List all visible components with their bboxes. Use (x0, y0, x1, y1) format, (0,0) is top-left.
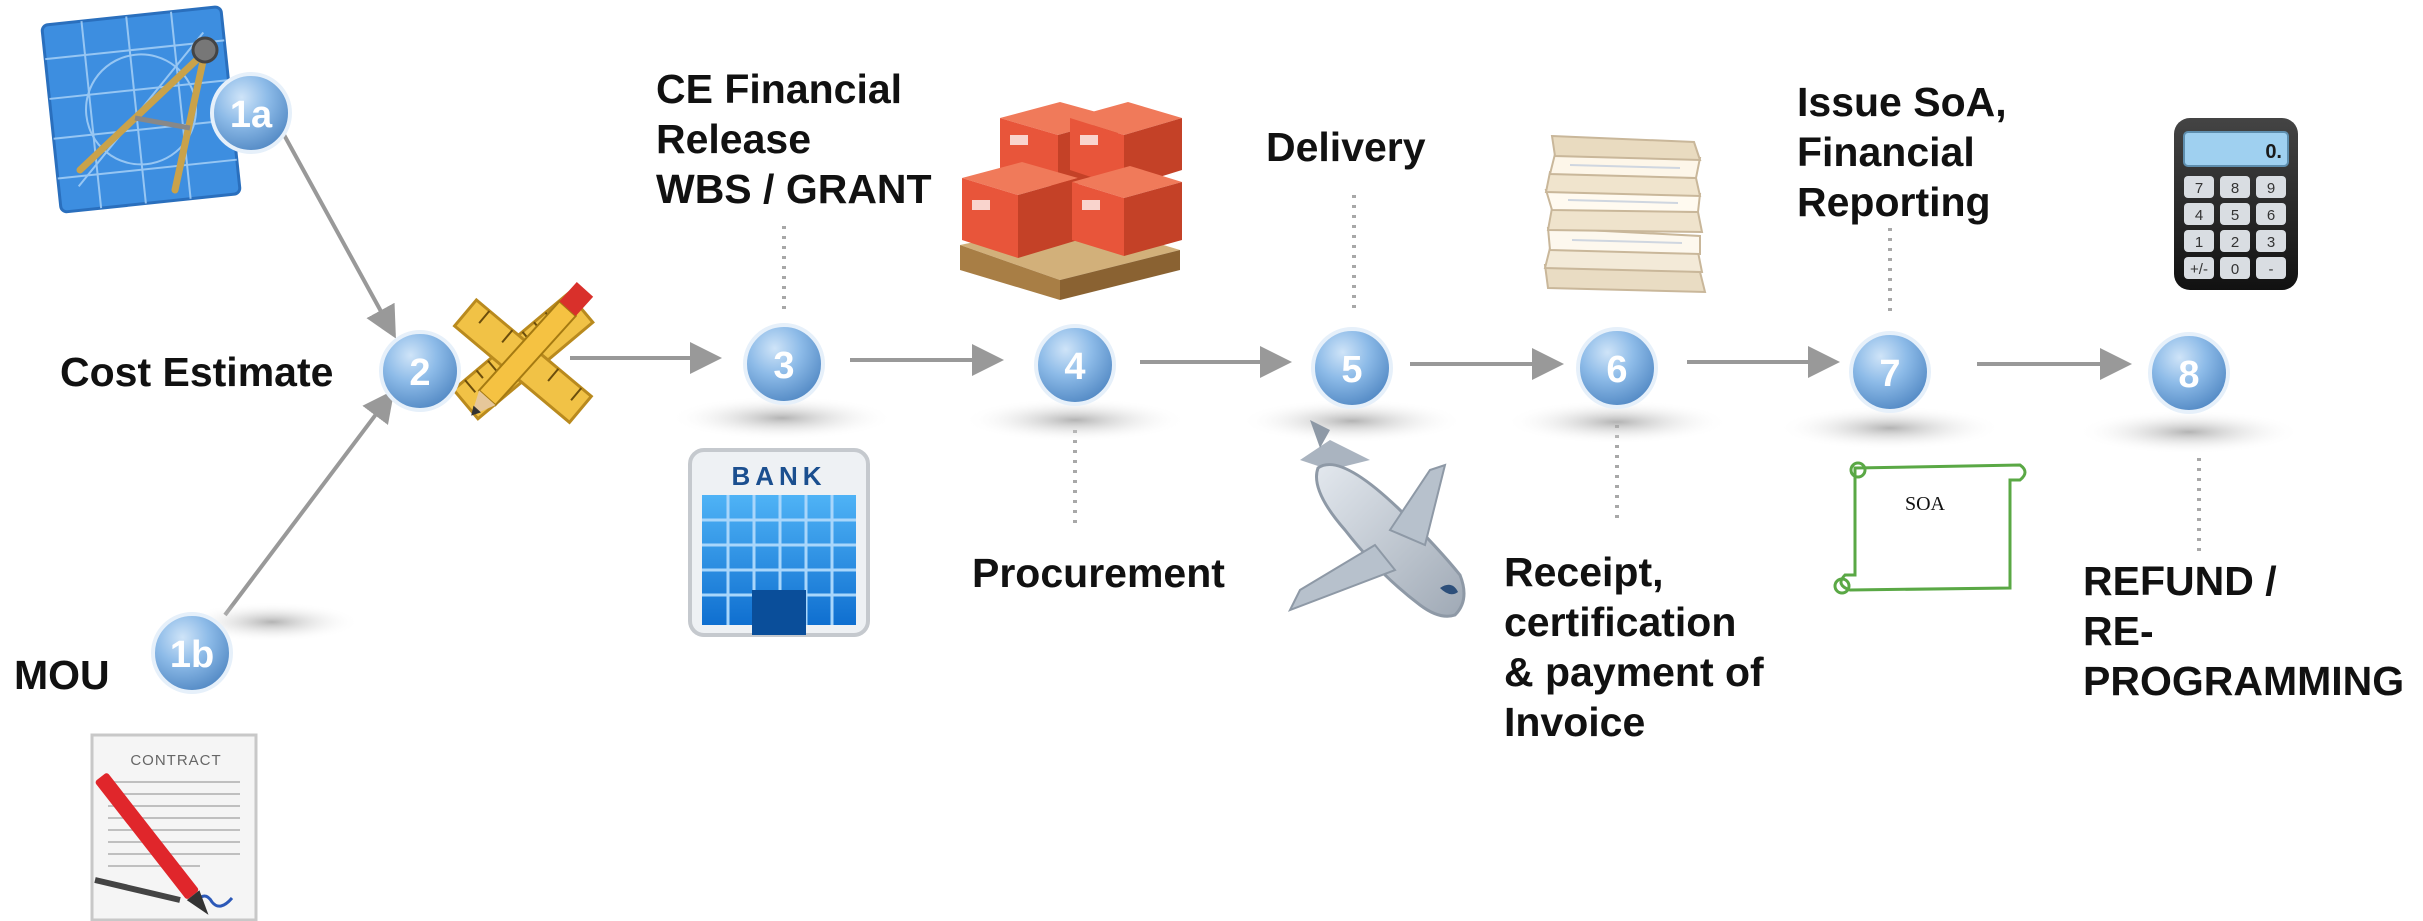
calculator-key-label: 9 (2267, 180, 2275, 197)
calculator-key-label: 0 (2231, 261, 2239, 278)
calculator-key (2220, 257, 2250, 279)
step-number: 2 (409, 352, 430, 394)
step-label-3: CE Financial Release WBS / GRANT (656, 64, 932, 214)
step-label-1b: MOU (14, 650, 110, 700)
label-line: Cost Estimate (60, 349, 334, 395)
node-shadow (1778, 406, 2002, 450)
node-shadow (184, 602, 360, 642)
step-label-8: REFUND / RE- PROGRAMMING (2083, 556, 2404, 706)
calculator-key (2220, 230, 2250, 252)
step-number: 4 (1064, 346, 1085, 388)
flow-arrows (223, 132, 2132, 617)
bank-icon: BANK (688, 448, 870, 637)
arrow-1a-to-2 (281, 132, 396, 339)
step-node-3: 3 (743, 323, 825, 405)
step-label-5: Delivery (1266, 122, 1426, 172)
airplane-icon (1287, 420, 1466, 618)
calculator-key (2184, 176, 2214, 198)
calculator-key-label: 5 (2231, 207, 2239, 224)
label-line: Receipt, (1504, 549, 1664, 595)
calculator-display-text: 0. (2265, 141, 2282, 163)
dotted-connectors (782, 195, 2201, 553)
step-number: 7 (1879, 353, 1900, 395)
calculator-key (2256, 176, 2286, 198)
step-nodes: 1a 1b 2 3 4 5 6 7 (151, 72, 2230, 694)
calculator-key (2184, 230, 2214, 252)
step-label-4: Procurement (972, 548, 1225, 598)
node-shadow (963, 398, 1187, 442)
label-line: Invoice (1504, 699, 1646, 745)
label-line: CE Financial (656, 66, 903, 112)
node-shadow (670, 396, 894, 440)
node-shadow (1505, 400, 1729, 444)
label-line: Release (656, 116, 812, 162)
calculator-key (2184, 203, 2214, 225)
node-shadows (184, 396, 2301, 642)
calculator-key-label: +/- (2190, 261, 2208, 278)
step-number: 6 (1606, 349, 1627, 391)
step-node-6: 6 (1576, 327, 1658, 409)
step-node-2: 2 (379, 330, 461, 412)
step-number: 8 (2178, 354, 2199, 396)
step-number: 1a (230, 94, 273, 136)
blueprint-compass-icon (40, 5, 242, 214)
step-label-6: Receipt, certification & payment of Invo… (1504, 547, 1764, 747)
calculator-key (2220, 203, 2250, 225)
calculator-key-label: 6 (2267, 207, 2275, 224)
ruler-pencil-icon (451, 281, 595, 425)
label-line: MOU (14, 652, 110, 698)
label-line: certification (1504, 599, 1737, 645)
soa-scroll-text: SOA (1905, 493, 1946, 515)
label-line: & payment of (1504, 649, 1764, 695)
bank-sign-text: BANK (731, 461, 826, 491)
step-node-1b: 1b (151, 612, 233, 694)
label-line: Issue SoA, (1797, 79, 2007, 125)
arrow-1b-to-2 (223, 389, 395, 617)
label-line: REFUND / (2083, 558, 2277, 604)
step-node-5: 5 (1311, 327, 1393, 409)
node-shadow (1240, 399, 1464, 443)
step-number: 3 (773, 345, 794, 387)
label-line: WBS / GRANT (656, 166, 932, 212)
step-label-7: Issue SoA, Financial Reporting (1797, 77, 2007, 227)
step-node-8: 8 (2148, 332, 2230, 414)
calculator-key-label: 2 (2231, 234, 2239, 251)
calculator-key (2256, 230, 2286, 252)
shipping-boxes-icon (960, 102, 1182, 300)
calculator-key-label: 1 (2195, 234, 2203, 251)
label-line: Financial (1797, 129, 1975, 175)
paper-stack-icon (1543, 134, 1707, 294)
calculator-key-label: 4 (2195, 207, 2203, 224)
label-line: PROGRAMMING (2083, 658, 2405, 704)
calculator-key-label: - (2269, 261, 2274, 278)
label-line: Reporting (1797, 179, 1991, 225)
step-number: 1b (170, 634, 214, 676)
step-node-1a: 1a (210, 72, 292, 154)
calculator-key (2184, 257, 2214, 279)
calculator-key-label: 8 (2231, 180, 2239, 197)
label-line: Delivery (1266, 124, 1426, 170)
calculator-icon: 0. 7 8 9 4 5 6 1 2 3 +/- 0 - (2174, 118, 2298, 290)
calculator-key (2256, 257, 2286, 279)
step-node-7: 7 (1849, 331, 1931, 413)
step-label-2: Cost Estimate (60, 347, 333, 397)
calculator-key (2256, 203, 2286, 225)
label-line: RE- (2083, 608, 2154, 654)
calculator-keypad: 7 8 9 4 5 6 1 2 3 +/- 0 - (2184, 176, 2286, 279)
node-shadow (2077, 410, 2301, 454)
step-number: 5 (1341, 349, 1362, 391)
calculator-key (2220, 176, 2250, 198)
step-node-4: 4 (1034, 324, 1116, 406)
soa-scroll-icon: SOA (1833, 461, 2027, 595)
contract-signing-icon: CONTRACT (90, 733, 258, 921)
label-line: Procurement (972, 550, 1225, 596)
calculator-key-label: 3 (2267, 234, 2275, 251)
calculator-key-label: 7 (2195, 180, 2203, 197)
contract-title-text: CONTRACT (130, 752, 221, 769)
